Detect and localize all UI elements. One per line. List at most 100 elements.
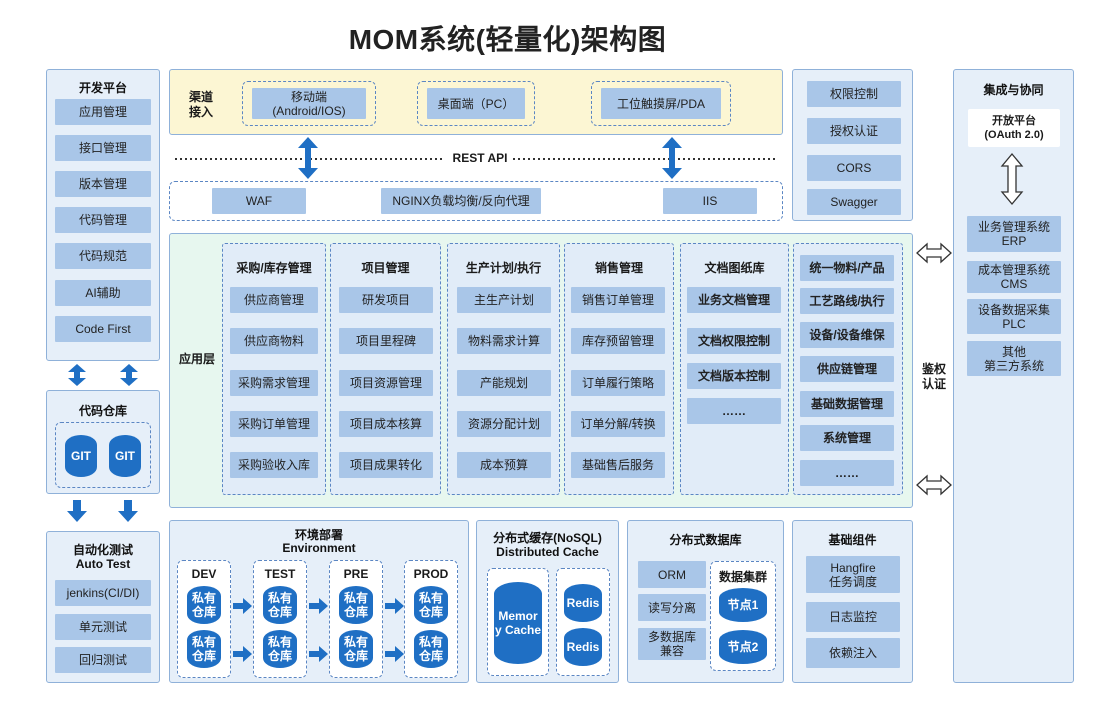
app-item[interactable]: 销售订单管理 [571, 287, 665, 313]
security-permission[interactable]: 权限控制 [807, 81, 901, 107]
code-repo-panel: 代码仓库 GIT GIT [46, 390, 160, 494]
open-platform-line2: (OAuth 2.0) [984, 129, 1044, 141]
dev-item-code-standard[interactable]: 代码规范 [55, 243, 151, 269]
channel-touch[interactable]: 工位触摸屏/PDA [601, 88, 721, 119]
app-item[interactable]: 产能规划 [457, 370, 551, 396]
stage-label-prod: PROD [413, 567, 449, 581]
integration-plc[interactable]: 设备数据采集 PLC [967, 299, 1061, 334]
test-item-jenkins[interactable]: jenkins(CI/DI) [55, 580, 151, 606]
app-item[interactable]: 系统管理 [800, 425, 894, 451]
app-item[interactable]: 供应商管理 [230, 287, 318, 313]
vertical-double-arrow-icon [1000, 152, 1024, 206]
open-platform-box[interactable]: 开放平台 (OAuth 2.0) [968, 109, 1060, 147]
app-item[interactable]: 成本预算 [457, 452, 551, 478]
gateway-waf[interactable]: WAF [212, 188, 306, 214]
auth-label-2: 认证 [921, 377, 946, 391]
dev-item-code-first[interactable]: Code First [55, 316, 151, 342]
stage-label-dev: DEV [191, 567, 217, 581]
stage-label-pre: PRE [343, 567, 369, 581]
basic-log-monitor[interactable]: 日志监控 [806, 602, 900, 632]
auto-test-panel: 自动化测试 Auto Test jenkins(CI/DI) 单元测试 回归测试 [46, 531, 160, 683]
cache-title-cn: 分布式缓存(NoSQL) [493, 531, 602, 545]
memory-line2: y Cache [494, 623, 542, 637]
app-item[interactable]: 物料需求计算 [457, 328, 551, 354]
dev-item-version-mgmt[interactable]: 版本管理 [55, 171, 151, 197]
app-item[interactable]: 文档权限控制 [687, 328, 781, 354]
basic-hangfire[interactable]: Hangfire 任务调度 [806, 556, 900, 593]
repo-line1: 私有 [191, 591, 216, 605]
app-item[interactable]: 项目成本核算 [339, 411, 433, 437]
app-item[interactable]: 供应链管理 [800, 356, 894, 382]
db-orm[interactable]: ORM [638, 561, 706, 588]
double-arrow-icon [120, 364, 138, 386]
repo-line1: 私有 [267, 635, 292, 649]
security-cors[interactable]: CORS [807, 155, 901, 181]
dev-item-app-mgmt[interactable]: 应用管理 [55, 99, 151, 125]
gateway-iis[interactable]: IIS [663, 188, 757, 214]
test-item-regression[interactable]: 回归测试 [55, 647, 151, 673]
security-panel: 权限控制 授权认证 CORS Swagger [792, 69, 913, 221]
col-title-procurement: 采购/库存管理 [236, 261, 312, 275]
security-swagger[interactable]: Swagger [807, 189, 901, 215]
app-item[interactable]: 统一物料/产品 [800, 255, 894, 281]
auth-label-1: 鉴权 [921, 362, 946, 376]
channel-desktop[interactable]: 桌面端（PC） [427, 88, 525, 119]
app-item[interactable]: 资源分配计划 [457, 411, 551, 437]
app-item[interactable]: 工艺路线/执行 [800, 288, 894, 314]
test-item-unit[interactable]: 单元测试 [55, 614, 151, 640]
db-multi[interactable]: 多数据库 兼容 [638, 628, 706, 660]
app-item[interactable]: 研发项目 [339, 287, 433, 313]
integration-third-party[interactable]: 其他 第三方系统 [967, 341, 1061, 376]
app-item[interactable]: 项目里程碑 [339, 328, 433, 354]
channel-mobile[interactable]: 移动端 (Android/IOS) [252, 88, 366, 119]
app-item[interactable]: 设备/设备维保 [800, 322, 894, 348]
dev-item-ai-assist[interactable]: AI辅助 [55, 280, 151, 306]
app-item[interactable]: 采购需求管理 [230, 370, 318, 396]
basic-di[interactable]: 依赖注入 [806, 638, 900, 668]
dev-item-api-mgmt[interactable]: 接口管理 [55, 135, 151, 161]
basic-title: 基础组件 [828, 533, 877, 547]
app-item[interactable]: 基础数据管理 [800, 391, 894, 417]
repo-line2: 仓库 [191, 605, 216, 619]
cluster-title: 数据集群 [718, 570, 767, 584]
app-item[interactable]: 订单分解/转换 [571, 411, 665, 437]
private-repo: 私有仓库 [339, 586, 373, 624]
app-item[interactable]: 业务文档管理 [687, 287, 781, 313]
app-item[interactable]: …… [687, 398, 781, 424]
app-item[interactable]: 采购订单管理 [230, 411, 318, 437]
security-auth[interactable]: 授权认证 [807, 118, 901, 144]
gateway-nginx[interactable]: NGINX负载均衡/反向代理 [381, 188, 541, 214]
app-item[interactable]: 基础售后服务 [571, 452, 665, 478]
db-rw-split[interactable]: 读写分离 [638, 594, 706, 621]
repo-line1: 私有 [191, 635, 216, 649]
private-repo: 私有仓库 [414, 586, 448, 624]
app-item[interactable]: 文档版本控制 [687, 363, 781, 389]
app-item[interactable]: 采购验收入库 [230, 452, 318, 478]
app-item[interactable]: 主生产计划 [457, 287, 551, 313]
dev-platform-panel: 开发平台 应用管理 接口管理 版本管理 代码管理 代码规范 AI辅助 Code … [46, 69, 160, 361]
double-arrow-icon [68, 364, 86, 386]
repo-line1: 私有 [418, 591, 443, 605]
app-item[interactable]: …… [800, 460, 894, 486]
arrow-right-icon [309, 598, 328, 614]
arrow-right-icon [233, 646, 252, 662]
integration-cms[interactable]: 成本管理系统 CMS [967, 261, 1061, 293]
arrow-right-icon [309, 646, 328, 662]
repo-line2: 仓库 [418, 649, 443, 663]
cms-line2: CMS [1000, 277, 1028, 291]
col-title-sales: 销售管理 [594, 261, 643, 275]
repo-line2: 仓库 [343, 649, 368, 663]
app-item[interactable]: 库存预留管理 [571, 328, 665, 354]
integration-title: 集成与协同 [983, 83, 1044, 97]
multi-line2: 兼容 [659, 644, 684, 658]
app-item[interactable]: 订单履行策略 [571, 370, 665, 396]
open-platform-line1: 开放平台 [992, 115, 1036, 127]
app-item[interactable]: 项目资源管理 [339, 370, 433, 396]
integration-erp[interactable]: 业务管理系统 ERP [967, 216, 1061, 252]
app-item[interactable]: 项目成果转化 [339, 452, 433, 478]
code-repo-title: 代码仓库 [78, 404, 127, 418]
app-item[interactable]: 供应商物料 [230, 328, 318, 354]
channel-mobile-line2: (Android/IOS) [272, 103, 346, 118]
repo-line2: 仓库 [267, 649, 292, 663]
dev-item-code-mgmt[interactable]: 代码管理 [55, 207, 151, 233]
